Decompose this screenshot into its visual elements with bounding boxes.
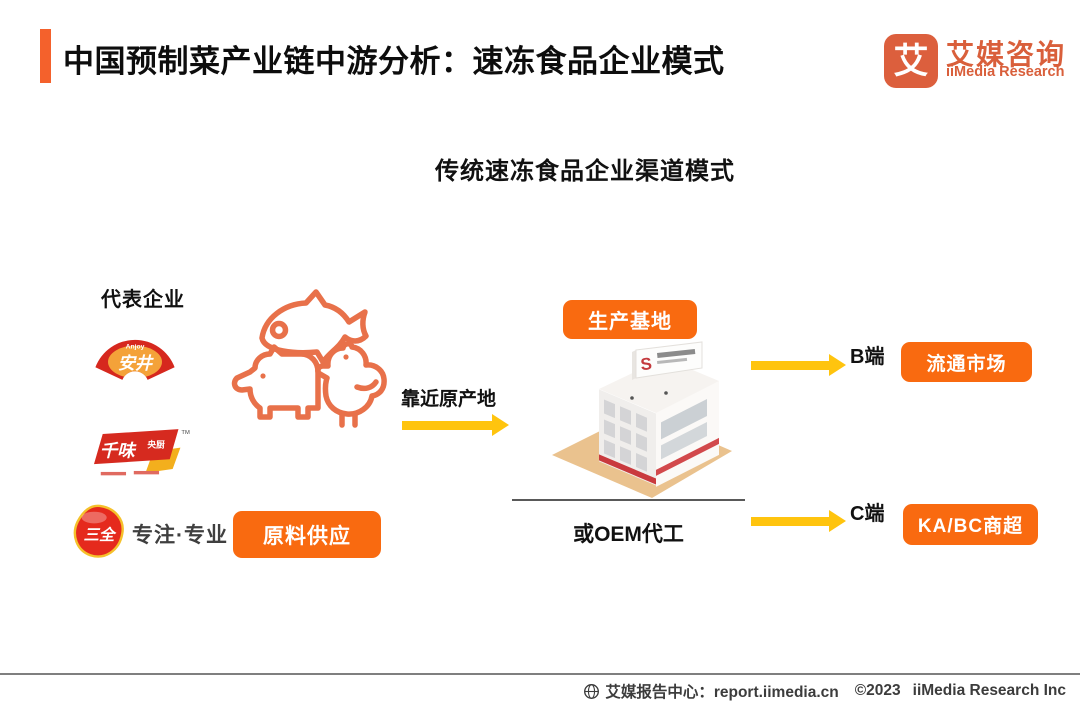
globe-icon <box>584 683 600 699</box>
factory-vent <box>630 396 634 400</box>
near-origin-label: 靠近原产地 <box>401 389 497 410</box>
factory-roof <box>599 358 719 413</box>
chicken-wing-icon <box>354 379 379 392</box>
chicken-eye-icon <box>343 354 349 360</box>
circulation-market-button: 流通市场 <box>901 342 1032 382</box>
qianwei-red-plate <box>93 429 179 465</box>
oem-divider-line <box>512 499 745 501</box>
qianwei-main-text: 千味 <box>100 440 137 460</box>
footer-report-center: 艾媒报告中心：report.iimedia.cn <box>605 684 839 701</box>
sanquan-brand-logo: 三全 <box>73 504 124 558</box>
footer-company: iiMedia Research Inc <box>912 682 1066 699</box>
page-title: 中国预制菜产业链中游分析：速冻食品企业模式 <box>63 44 725 79</box>
sanquan-blob <box>73 504 124 558</box>
arrow-to-b-side <box>751 354 846 376</box>
sanquan-slogan-text: 专注·专业 <box>132 524 228 547</box>
chicken-icon <box>315 341 387 417</box>
factory-sign-logo: S <box>640 354 653 374</box>
pig-eye-icon <box>260 373 266 379</box>
footer: 艾媒报告中心：report.iimedia.cn ©2023 iiMedia R… <box>583 680 1066 702</box>
production-base-button: 生产基地 <box>563 300 697 339</box>
anjoy-en-text: Anjoy <box>126 343 145 350</box>
factory-sign-text <box>657 357 688 364</box>
livestock-icons <box>231 289 387 428</box>
qianwei-brand-logo: 千味 央厨 TM <box>93 429 190 476</box>
raw-material-supply-button: 原料供应 <box>233 511 381 558</box>
arrow-to-c-side <box>751 510 846 532</box>
factory-illustration: S <box>552 341 732 498</box>
b-side-label: B端 <box>850 346 885 368</box>
pig-icon <box>231 344 321 420</box>
iimedia-logo-icon: 艾 <box>884 34 938 88</box>
diagram-subtitle: 传统速冻食品企业渠道模式 <box>435 158 735 185</box>
qianwei-tm-mark: TM <box>181 430 190 436</box>
kabc-supermarket-button: KA/BC商超 <box>903 504 1038 545</box>
iimedia-logo-glyph: 艾 <box>893 41 929 81</box>
anjoy-fan-glow <box>108 345 162 379</box>
c-side-label: C端 <box>850 503 885 525</box>
fish-icon <box>259 289 369 365</box>
qianwei-slogan-strip <box>133 470 160 475</box>
title-accent-bar <box>40 29 51 83</box>
factory-sign-edge <box>632 350 636 380</box>
oem-label: 或OEM代工 <box>573 523 684 546</box>
footer-copyright: ©2023 <box>854 682 901 699</box>
iimedia-name-en: iiMedia Research <box>946 64 1065 80</box>
sanquan-gloss <box>81 511 107 524</box>
factory-vent <box>664 391 668 395</box>
sanquan-cn-text: 三全 <box>84 526 117 544</box>
arrow-to-production <box>402 414 509 436</box>
fish-eye-icon <box>269 320 289 340</box>
iimedia-name-cn: 艾媒咨询 <box>946 39 1067 70</box>
anjoy-cn-text: 安井 <box>118 354 154 373</box>
footer-divider <box>0 673 1080 675</box>
representative-companies-label: 代表企业 <box>101 289 185 311</box>
anjoy-brand-logo: Anjoy 安井 <box>95 339 175 380</box>
qianwei-sub-text: 央厨 <box>147 439 165 450</box>
qianwei-slogan-strip <box>100 471 127 476</box>
factory-right-wall <box>656 380 719 487</box>
factory-left-wall <box>599 389 656 486</box>
factory-sign-text <box>657 349 696 358</box>
